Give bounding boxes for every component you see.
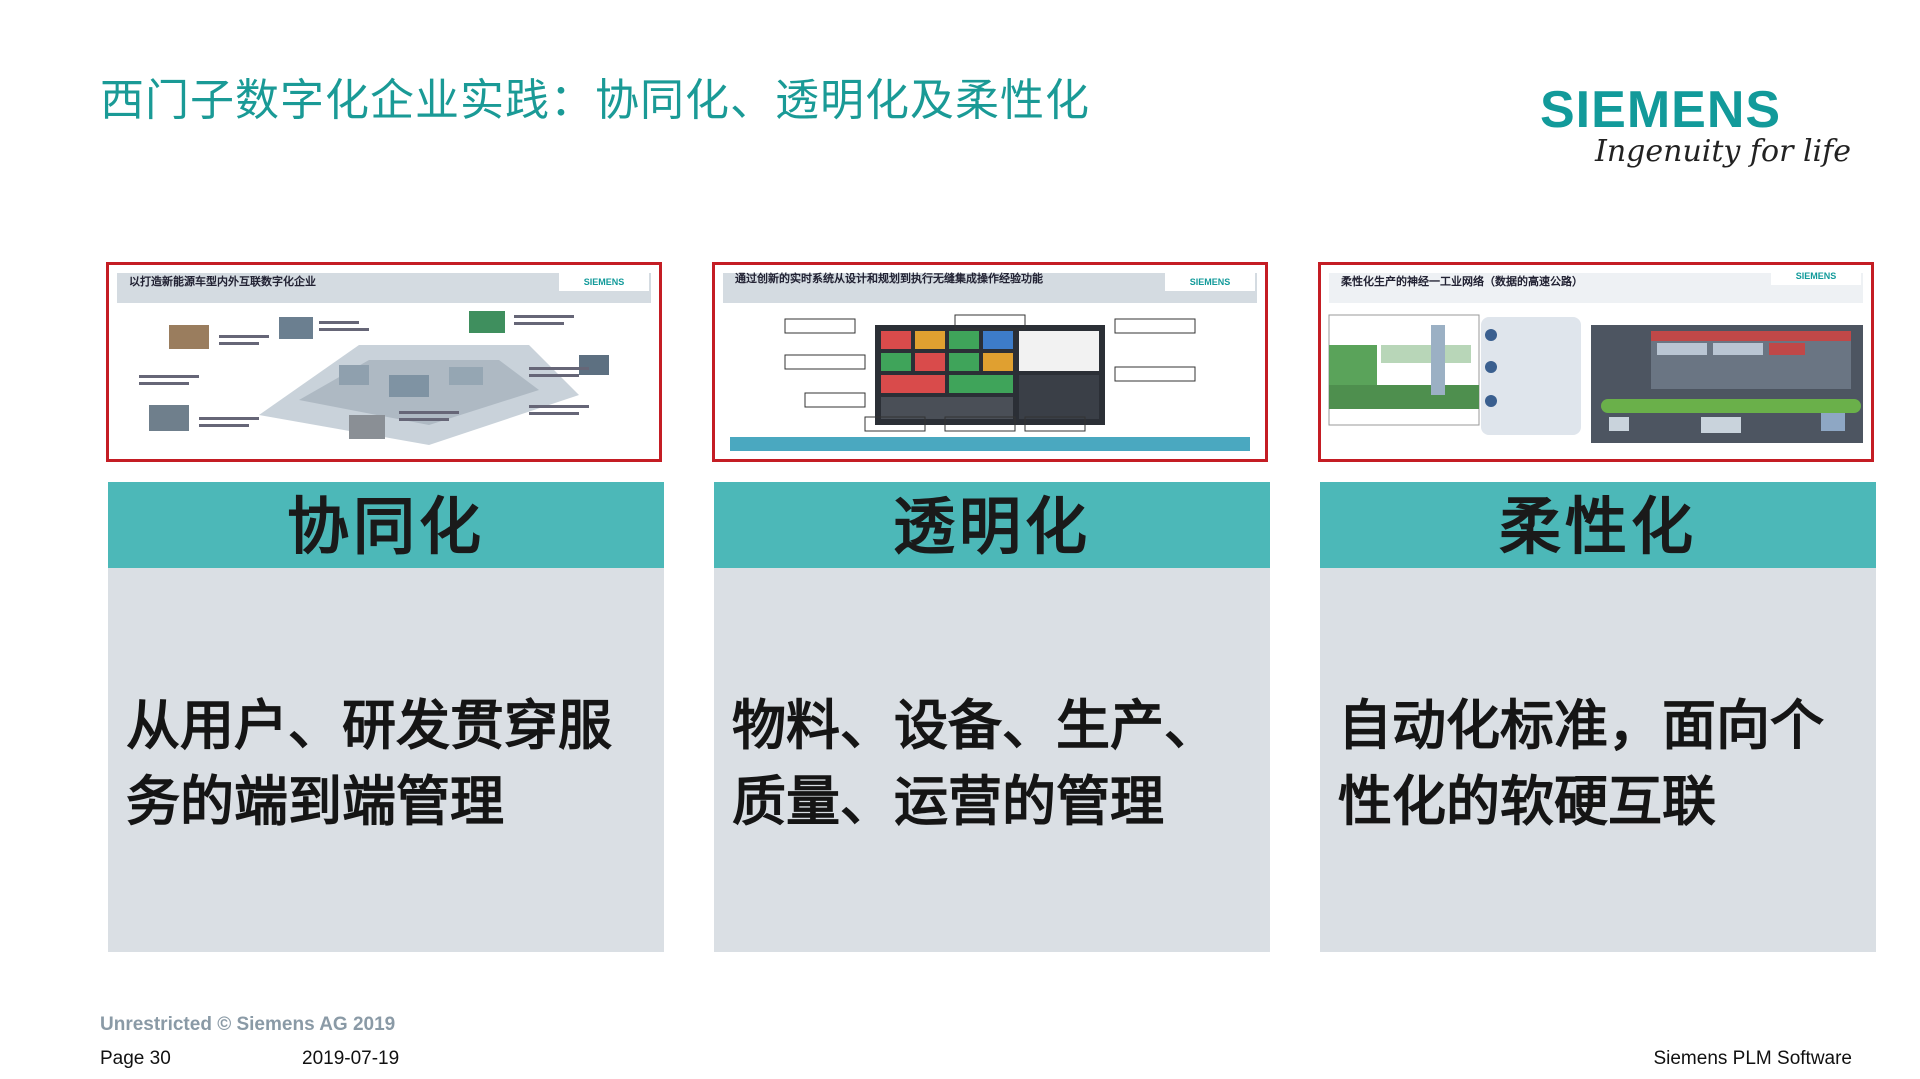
logo-tagline: Ingenuity for life [1595,134,1851,169]
column-header-label: 协同化 [286,490,485,563]
thumbnail-logo: SIEMENS [559,273,649,291]
column-header: 协同化 [108,482,664,568]
column-transparent: 通过创新的实时系统从设计和规划到执行无缝集成操作经验功能 SIEMENS [712,262,1274,952]
siemens-logo: SIEMENS Ingenuity for life [1540,80,1880,190]
thumbnail-logo: SIEMENS [1165,273,1255,291]
column-body: 物料、设备、生产、质量、运营的管理 [714,568,1270,952]
factory-illustration [139,311,609,445]
column-body: 自动化标准，面向个性化的软硬互联 [1320,568,1876,952]
dashboard-illustration [730,314,1250,451]
column-body: 从用户、研发贯穿服务的端到端管理 [108,568,664,952]
network-illustration [1328,314,1863,443]
logo-wordmark: SIEMENS [1540,81,1782,139]
column-header: 透明化 [714,482,1270,568]
thumbnail-slide-3: 柔性化生产的神经一工业网络（数据的高速公路） SIEMENS [1318,262,1874,462]
thumbnail-title: 柔性化生产的神经一工业网络（数据的高速公路） [1341,275,1583,288]
footer-classification: Unrestricted © Siemens AG 2019 [100,1014,396,1035]
column-body-text: 从用户、研发贯穿服务的端到端管理 [126,694,612,833]
footer-page-number: Page 30 [100,1048,171,1069]
thumbnail-slide-1: 以打造新能源车型内外互联数字化企业 SIEMENS [106,262,662,462]
column-collaborative: 以打造新能源车型内外互联数字化企业 SIEMENS [106,262,668,952]
thumbnail-slide-2: 通过创新的实时系统从设计和规划到执行无缝集成操作经验功能 SIEMENS [712,262,1268,462]
column-header: 柔性化 [1320,482,1876,568]
column-body-text: 物料、设备、生产、质量、运营的管理 [732,694,1218,833]
column-header-label: 柔性化 [1498,490,1697,563]
footer-brand: Siemens PLM Software [1653,1048,1852,1069]
column-flexible: 柔性化生产的神经一工业网络（数据的高速公路） SIEMENS 柔性化 [1318,262,1880,952]
slide-title: 西门子数字化企业实践：协同化、透明化及柔性化 [100,75,1090,126]
thumbnail-title: 以打造新能源车型内外互联数字化企业 [129,275,316,288]
thumbnail-logo: SIEMENS [1771,267,1861,285]
thumbnail-title: 通过创新的实时系统从设计和规划到执行无缝集成操作经验功能 [735,272,1043,285]
footer-date: 2019-07-19 [302,1048,400,1069]
column-header-label: 透明化 [892,490,1091,563]
column-body-text: 自动化标准，面向个性化的软硬互联 [1338,694,1824,833]
